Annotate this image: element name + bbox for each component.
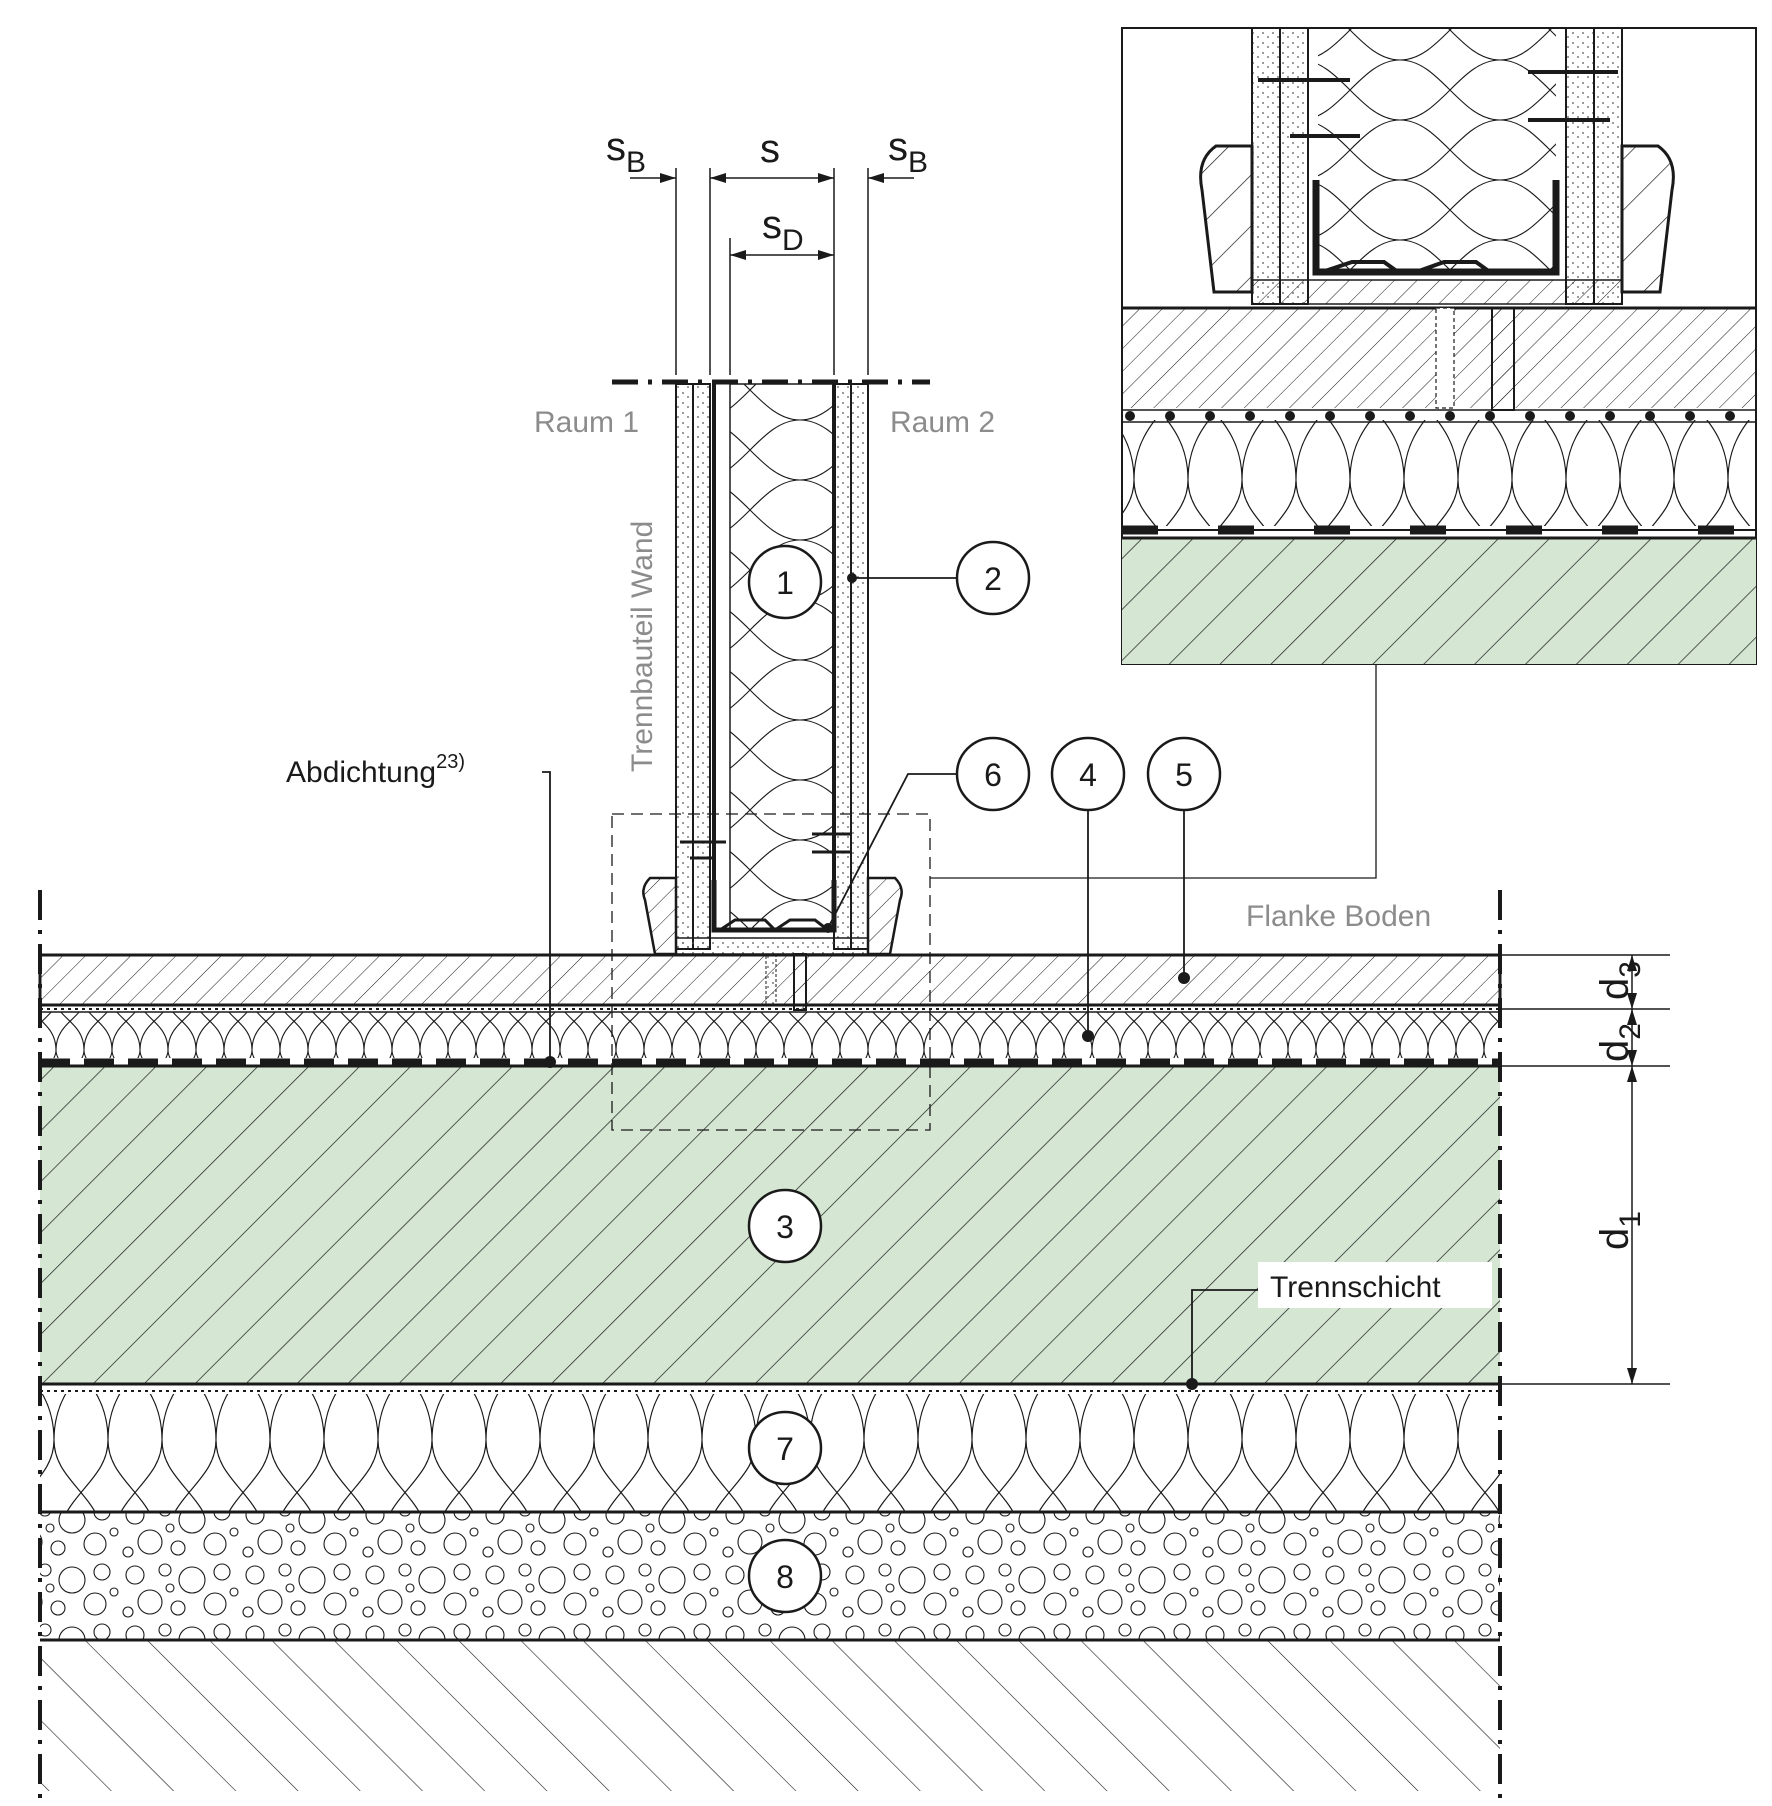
dim-d3: d3: [1593, 961, 1647, 1000]
callout-3: 3: [747, 1188, 823, 1264]
dim-s: s: [760, 127, 780, 171]
dim-sb-left: sB: [606, 125, 646, 179]
dim-d2: d2: [1593, 1023, 1647, 1062]
soil-layer: [40, 1641, 1500, 1791]
label-raum-2: Raum 2: [890, 406, 995, 439]
detail-inset: [1121, 27, 1757, 665]
svg-text:5: 5: [1175, 757, 1193, 793]
callout-2: 2: [847, 540, 1031, 616]
label-abdichtung: Abdichtung23): [286, 751, 465, 789]
label-trennschicht: Trennschicht: [1270, 1271, 1441, 1304]
dim-sb-right: sB: [888, 125, 928, 179]
callout-5: 5: [1146, 736, 1222, 984]
callout-4: 4: [1050, 736, 1126, 1042]
impact-sound-insulation: [40, 1012, 1500, 1058]
callout-6: 6: [823, 736, 1031, 933]
detail-frame: [611, 813, 931, 1131]
dimension-lines-right: [1500, 954, 1670, 1385]
label-raum-1: Raum 1: [534, 406, 639, 439]
callout-8: 8: [747, 1538, 823, 1614]
label-flanke-boden: Flanke Boden: [1246, 900, 1431, 933]
svg-text:3: 3: [776, 1209, 794, 1245]
svg-text:4: 4: [1079, 757, 1097, 793]
partition-wall: [642, 383, 903, 1011]
callout-7: 7: [747, 1410, 823, 1486]
svg-text:7: 7: [776, 1431, 794, 1467]
label-trennbauteil-wand: Trennbauteil Wand: [626, 521, 659, 772]
svg-text:1: 1: [776, 565, 794, 601]
svg-text:2: 2: [984, 561, 1002, 597]
callout-1: 1: [747, 544, 823, 620]
dim-d1: d1: [1593, 1211, 1647, 1250]
svg-text:8: 8: [776, 1559, 794, 1595]
svg-text:6: 6: [984, 757, 1002, 793]
dim-sd: sD: [762, 203, 804, 257]
dimension-lines-top: [630, 168, 914, 375]
